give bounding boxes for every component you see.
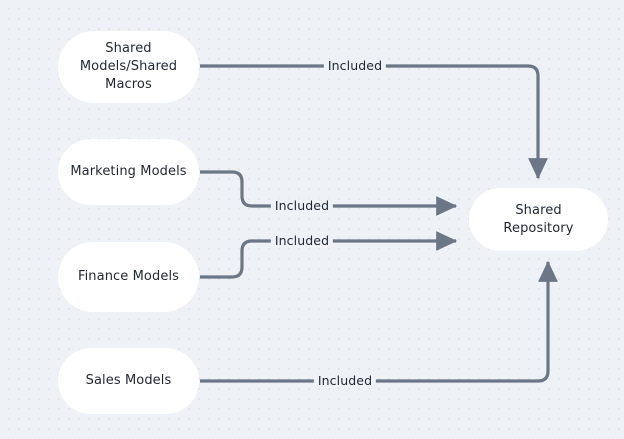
node-finance-models-label: Finance Models	[77, 269, 180, 284]
edge-label-marketing-models: Included	[270, 199, 334, 213]
node-sales-models[interactable]: Sales Models	[58, 348, 199, 414]
node-shared-models-line3: Macros	[105, 77, 152, 92]
node-shared-repository-label: Shared Repository	[503, 202, 574, 236]
edge-path-finance-models	[200, 231, 458, 279]
edge-label-finance-models: Included	[270, 234, 334, 248]
edge-path-sales-models	[200, 260, 558, 383]
edge-label-sales-models: Included	[313, 374, 377, 388]
node-marketing-models[interactable]: Marketing Models	[58, 139, 199, 205]
edge-path-shared-models	[200, 64, 548, 180]
node-shared-models-line2: Models/Shared	[79, 59, 178, 74]
node-shared-models-label: Shared Models/Shared Macros	[80, 40, 177, 94]
node-sales-models-label: Sales Models	[85, 373, 172, 388]
node-shared-models-line1: Shared	[105, 41, 152, 56]
edge-path-marketing-models	[200, 170, 458, 216]
node-shared-models[interactable]: Shared Models/Shared Macros	[58, 31, 199, 103]
node-marketing-models-label: Marketing Models	[70, 164, 187, 179]
node-shared-repository[interactable]: Shared Repository	[469, 188, 608, 251]
node-finance-models[interactable]: Finance Models	[58, 242, 199, 312]
edge-label-shared-models: Included	[323, 59, 387, 73]
